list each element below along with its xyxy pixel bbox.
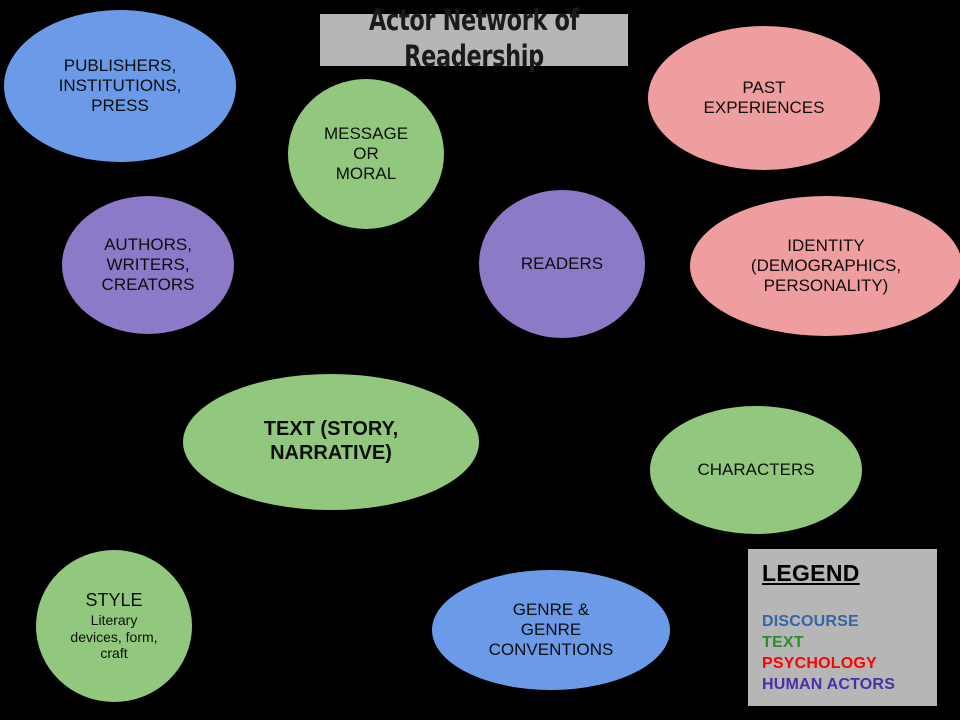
node-identity-label: IDENTITY (DEMOGRAPHICS, PERSONALITY) bbox=[750, 235, 902, 296]
node-publishers[interactable]: PUBLISHERS, INSTITUTIONS, PRESS bbox=[4, 10, 236, 162]
node-style[interactable]: STYLE Literary devices, form, craft bbox=[36, 550, 192, 702]
node-past-experiences-label: PAST EXPERIENCES bbox=[703, 77, 825, 117]
legend-title: LEGEND bbox=[762, 560, 860, 586]
node-readers-label: READERS bbox=[520, 253, 604, 273]
legend-item-discourse: DISCOURSE bbox=[762, 613, 859, 630]
node-authors-writers-creators-label: AUTHORS, WRITERS, CREATORS bbox=[101, 234, 195, 295]
node-text-story-narrative-label: TEXT (STORY, NARRATIVE) bbox=[263, 418, 399, 464]
legend-item-human-actors: HUMAN ACTORS bbox=[762, 676, 896, 693]
node-style-sublabel: Literary devices, form, craft bbox=[70, 612, 158, 662]
node-genre-conventions-label: GENRE & GENRE CONVENTIONS bbox=[488, 599, 614, 660]
legend-item-text: TEXT bbox=[762, 634, 804, 651]
node-characters-label: CHARACTERS bbox=[697, 459, 815, 479]
legend-item-psychology: PSYCHOLOGY bbox=[762, 655, 877, 672]
node-past-experiences[interactable]: PAST EXPERIENCES bbox=[648, 26, 880, 170]
node-identity[interactable]: IDENTITY (DEMOGRAPHICS, PERSONALITY) bbox=[690, 196, 960, 336]
node-message-or-moral-label: MESSAGE OR MORAL bbox=[323, 123, 409, 184]
title-banner-box bbox=[320, 14, 628, 66]
node-message-or-moral[interactable]: MESSAGE OR MORAL bbox=[288, 79, 444, 229]
node-text-story-narrative[interactable]: TEXT (STORY, NARRATIVE) bbox=[183, 374, 479, 510]
node-style-label: STYLE bbox=[85, 590, 143, 611]
node-readers[interactable]: READERS bbox=[479, 190, 645, 338]
node-authors-writers-creators[interactable]: AUTHORS, WRITERS, CREATORS bbox=[62, 196, 234, 334]
node-characters[interactable]: CHARACTERS bbox=[650, 406, 862, 534]
node-genre-conventions[interactable]: GENRE & GENRE CONVENTIONS bbox=[432, 570, 670, 690]
node-style-text-stack: STYLE Literary devices, form, craft bbox=[36, 590, 192, 662]
legend: LEGEND DISCOURSE TEXT PSYCHOLOGY HUMAN A… bbox=[748, 549, 937, 706]
node-publishers-label: PUBLISHERS, INSTITUTIONS, PRESS bbox=[58, 55, 182, 116]
